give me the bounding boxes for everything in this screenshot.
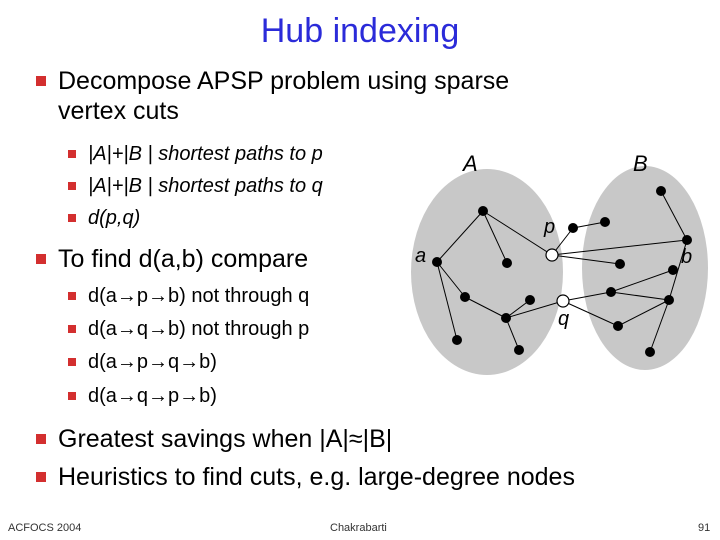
graph-node (502, 258, 512, 268)
graph-node (656, 186, 666, 196)
bullet-greatest-savings: Greatest savings when |A|≈|B| (36, 424, 392, 454)
graph-node (501, 313, 511, 323)
sub-bullet-dpq: d(p,q) (68, 206, 140, 230)
footer-page-number: 91 (698, 522, 711, 534)
graph-node (478, 206, 488, 216)
graph-node (682, 235, 692, 245)
graph-edges (436, 190, 688, 353)
graph-node (452, 335, 462, 345)
graph-node (668, 265, 678, 275)
sub-bullet-paths-q: |A|+|B | shortest paths to q (68, 174, 323, 198)
label-set-a: A (461, 151, 478, 176)
graph-node (460, 292, 470, 302)
sub-bullet-aqb: d(a→q→b) not through p (68, 317, 309, 341)
graph-node (613, 321, 623, 331)
label-node-a: a (415, 245, 426, 267)
sub-bullet-text: |A|+|B | shortest paths to q (88, 175, 323, 197)
bullet-marker (68, 150, 76, 158)
graph-node (606, 287, 616, 297)
bullet-marker (68, 182, 76, 190)
sub-bullet-apqb: d(a→p→q→b) (68, 350, 217, 374)
sub-bullet-paths-p: |A|+|B | shortest paths to p (68, 142, 323, 166)
footer-conference: ACFOCS 2004 (8, 522, 82, 534)
graph-node (432, 257, 442, 267)
label-hub-p: p (543, 216, 555, 238)
bullet-marker (36, 434, 46, 444)
bullet-to-find: To find d(a,b) compare (36, 244, 308, 274)
bullet-heuristics: Heuristics to find cuts, e.g. large-degr… (36, 462, 575, 492)
bullet-decompose-line1: Decompose APSP problem using sparse (58, 67, 510, 95)
graph-node (525, 295, 535, 305)
sub-bullet-text: |A|+|B | shortest paths to p (88, 143, 323, 165)
sub-bullet-aqpb: d(a→q→p→b) (68, 384, 217, 408)
sub-bullet-text: d(a→p→b) not through q (88, 285, 310, 307)
graph-node (568, 223, 578, 233)
bullet-greatest-savings-text: Greatest savings when |A|≈|B| (58, 425, 393, 453)
graph-node (514, 345, 524, 355)
sub-bullet-text: d(a→p→q→b) (88, 351, 217, 373)
bullet-marker (68, 325, 76, 333)
graph-nodes (432, 186, 692, 357)
bullet-marker (68, 214, 76, 222)
label-set-b: B (633, 151, 648, 176)
bullet-marker (68, 392, 76, 400)
graph-node (615, 259, 625, 269)
graph-node (645, 347, 655, 357)
hub-node-q (556, 294, 570, 308)
graph-node (664, 295, 674, 305)
bullet-marker (36, 254, 46, 264)
bullet-marker (68, 358, 76, 366)
slide-title: Hub indexing (260, 12, 460, 50)
label-hub-q: q (558, 308, 569, 330)
bullet-marker (68, 292, 76, 300)
bullet-heuristics-text: Heuristics to find cuts, e.g. large-degr… (58, 463, 575, 491)
bullet-to-find-text: To find d(a,b) compare (58, 245, 309, 273)
graph-node (600, 217, 610, 227)
footer-author: Chakrabarti (330, 522, 387, 534)
sub-bullet-text: d(a→q→p→b) (88, 385, 217, 407)
sub-bullet-apb: d(a→p→b) not through q (68, 284, 309, 308)
hub-node-p (545, 248, 559, 262)
sub-bullet-text: d(a→q→b) not through p (88, 318, 310, 340)
set-a-region (411, 169, 563, 375)
bullet-marker (36, 472, 46, 482)
bullet-decompose: Decompose APSP problem using sparse vert… (36, 66, 509, 126)
set-b-region (582, 166, 708, 370)
sub-bullet-text: d(p,q) (88, 207, 141, 229)
bullet-decompose-line2: vertex cuts (58, 97, 179, 125)
bullet-marker (36, 76, 46, 86)
label-node-b: b (681, 246, 692, 268)
